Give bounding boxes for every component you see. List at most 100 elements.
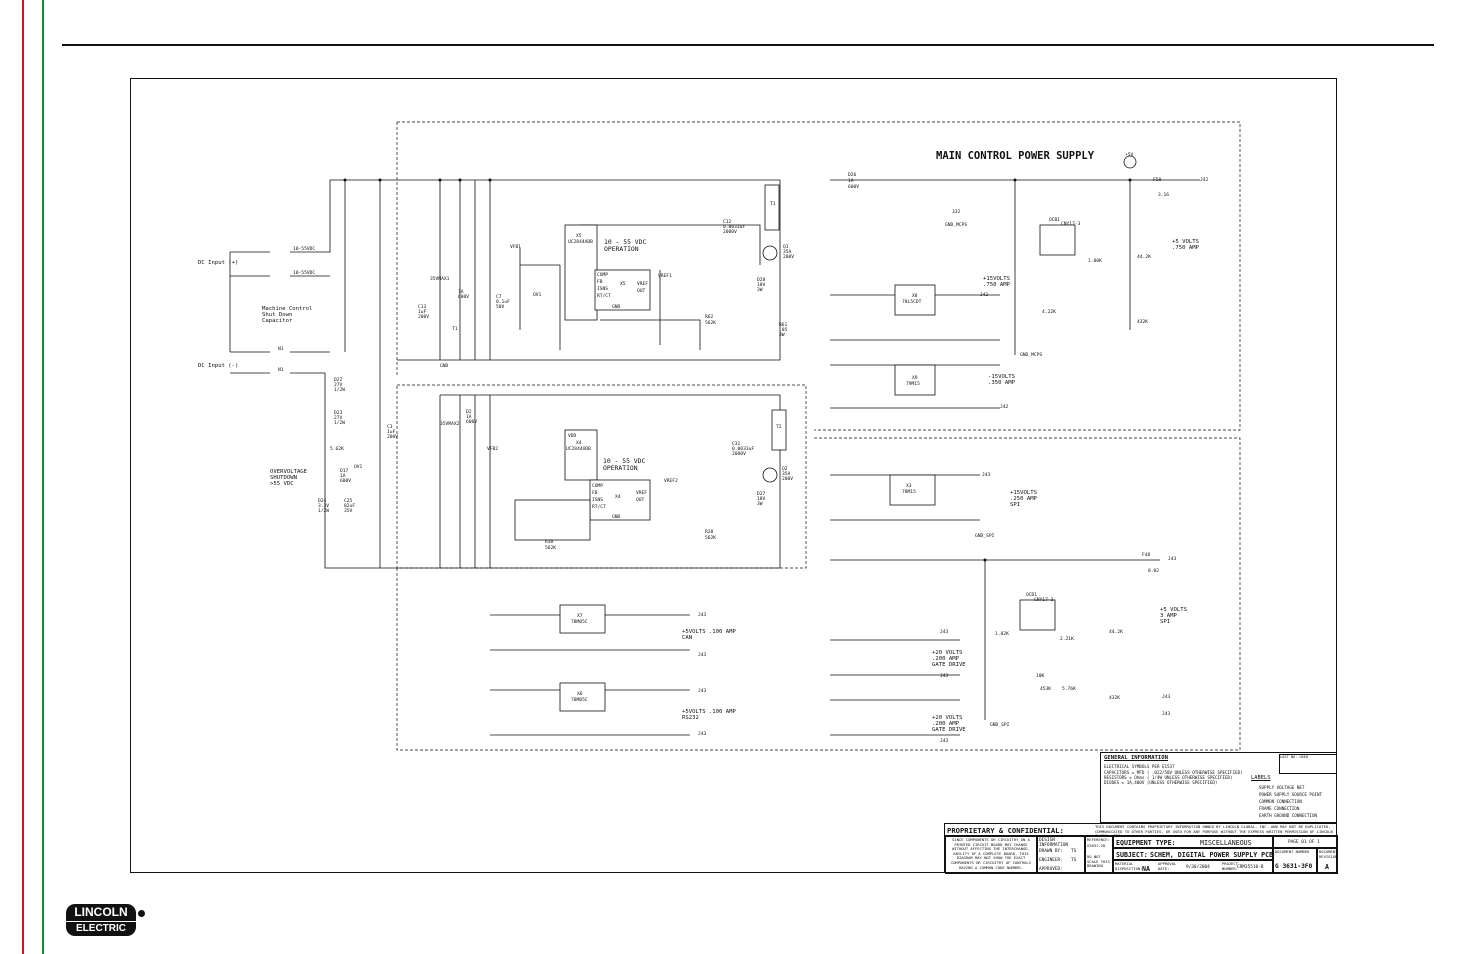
- svg-text:COMP: COMP: [597, 272, 608, 278]
- label-power-supply-source: POWER SUPPLY SOURCE POINT: [1259, 792, 1323, 797]
- svg-text:562K: 562K: [705, 320, 716, 326]
- svg-text:J43: J43: [1162, 711, 1171, 717]
- svg-text:CAN: CAN: [682, 635, 692, 641]
- svg-text:4.22K: 4.22K: [1042, 309, 1056, 315]
- svg-text:35A: 35A: [782, 471, 791, 477]
- proprietary-heading: PROPRIETARY & CONFIDENTIAL:: [947, 826, 1064, 835]
- label-supply-voltage-net: SUPPLY VOLTAGE NET: [1259, 785, 1305, 790]
- svg-text:18V: 18V: [757, 282, 766, 288]
- svg-text:1.00K: 1.00K: [1088, 258, 1102, 264]
- transformer-t2: [771, 409, 787, 451]
- svg-text:GND_MCPS: GND_MCPS: [945, 222, 967, 228]
- svg-text:UC2844ADB: UC2844ADB: [568, 239, 593, 245]
- svg-text:J43: J43: [1168, 556, 1177, 562]
- svg-text:D23: D23: [334, 410, 343, 416]
- svg-text:CNY17-3: CNY17-3: [1061, 221, 1081, 227]
- svg-text:3 AMP: 3 AMP: [1160, 613, 1177, 619]
- diagram-title: MAIN CONTROL POWER SUPPLY: [936, 150, 1095, 162]
- svg-text:F50: F50: [1153, 177, 1162, 183]
- svg-text:1/2W: 1/2W: [334, 387, 345, 393]
- svg-text:J43: J43: [698, 652, 707, 658]
- svg-text:1A: 1A: [848, 178, 854, 184]
- svg-text:1/2W: 1/2W: [334, 420, 345, 426]
- svg-text:J42: J42: [1200, 177, 1209, 183]
- svg-text:UC2844ADB: UC2844ADB: [566, 446, 591, 452]
- svg-text:R28: R28: [705, 529, 714, 535]
- svg-text:X5: X5: [620, 281, 626, 287]
- svg-text:GND_MCPS: GND_MCPS: [1020, 352, 1042, 358]
- machine-shutdown-line1: Machine Control: [262, 306, 313, 312]
- output-plus5v-label: +5 VOLTS: [1172, 239, 1199, 245]
- svg-text:50V: 50V: [496, 304, 505, 310]
- svg-text:35A: 35A: [783, 249, 792, 255]
- output-plus15v-label: +15VOLTS: [983, 276, 1010, 282]
- general-information-block: GENERAL INFORMATION ELECTRICAL SYMBOLS P…: [1100, 752, 1337, 823]
- svg-text:78L5CDT: 78L5CDT: [902, 299, 922, 305]
- svg-text:X4: X4: [615, 494, 621, 500]
- dc-input-pos-label: DC Input (+): [198, 260, 238, 266]
- svg-text:SPI: SPI: [1010, 502, 1020, 508]
- svg-text:5.76K: 5.76K: [1062, 686, 1076, 692]
- regulator-x9: [894, 364, 936, 396]
- svg-text:18V: 18V: [757, 496, 766, 502]
- svg-text:1/2W: 1/2W: [318, 508, 329, 514]
- svg-text:VDD: VDD: [568, 433, 577, 439]
- svg-text:562K: 562K: [705, 535, 716, 541]
- page-number: PAGE 01 OF 1: [1288, 840, 1320, 845]
- svg-text:.200 AMP: .200 AMP: [932, 656, 960, 662]
- regulator-x6: [559, 682, 606, 712]
- svg-text:2.21K: 2.21K: [1060, 636, 1074, 642]
- svg-text:.200 AMP: .200 AMP: [932, 721, 960, 727]
- svg-text:79M15: 79M15: [906, 381, 920, 387]
- output-gate-drive-1-label: +20 VOLTS: [932, 650, 962, 656]
- svg-text:44.2K: 44.2K: [1109, 629, 1123, 635]
- svg-text:RS232: RS232: [682, 715, 699, 721]
- svg-text:N1: N1: [278, 367, 284, 373]
- svg-text:X8: X8: [912, 293, 918, 299]
- svg-text:C31: C31: [732, 441, 741, 447]
- svg-text:Q1: Q1: [783, 244, 789, 250]
- svg-text:35VMAX1: 35VMAX1: [430, 276, 450, 282]
- regulator-x8: [894, 284, 936, 316]
- svg-text:C25: C25: [344, 498, 353, 504]
- svg-text:GND_SPI: GND_SPI: [975, 533, 995, 539]
- registered-mark-icon: [138, 910, 145, 917]
- svg-text:600V: 600V: [458, 294, 469, 300]
- ic-x4-feedback: [514, 499, 591, 541]
- svg-text:44.2K: 44.2K: [1137, 254, 1151, 260]
- svg-text:10-55VDC: 10-55VDC: [293, 246, 315, 252]
- svg-text:OV1: OV1: [533, 292, 542, 298]
- svg-text:8.02: 8.02: [1148, 568, 1159, 574]
- logo-bottom-text: ELECTRIC: [66, 922, 136, 936]
- svg-text:F48: F48: [1142, 552, 1151, 558]
- schematic-sheet-border: [130, 78, 1337, 873]
- svg-text:VFB1: VFB1: [510, 244, 521, 250]
- svg-text:FB: FB: [597, 279, 603, 285]
- dc-input-neg-label: DC Input (-): [198, 363, 238, 369]
- svg-text:332: 332: [952, 209, 961, 215]
- svg-text:78M05C: 78M05C: [571, 619, 588, 625]
- svg-text:J42: J42: [1000, 404, 1009, 410]
- svg-text:1uF: 1uF: [387, 429, 396, 435]
- svg-text:78M15: 78M15: [902, 489, 916, 495]
- svg-text:600V: 600V: [340, 478, 351, 484]
- svg-text:10-55VDC: 10-55VDC: [293, 270, 315, 276]
- label-frame-connection: FRAME CONNECTION: [1259, 806, 1300, 811]
- svg-text:562K: 562K: [545, 545, 556, 551]
- block2-heading-1: 10 - 55 VDC: [603, 457, 645, 465]
- svg-text:C7: C7: [496, 294, 502, 300]
- ic-x5-pins: [594, 269, 651, 311]
- svg-text:CNY17-3: CNY17-3: [1034, 597, 1054, 603]
- svg-text:D26: D26: [848, 172, 857, 178]
- svg-text:3W: 3W: [757, 287, 763, 293]
- svg-text:J43: J43: [1162, 694, 1171, 700]
- svg-text:OCD1: OCD1: [1026, 592, 1037, 598]
- svg-text:J43: J43: [940, 738, 949, 744]
- svg-text:C13: C13: [418, 304, 427, 310]
- svg-text:78M05C: 78M05C: [571, 697, 588, 703]
- svg-text:N1: N1: [278, 346, 284, 352]
- plus5v-source-icon: [1123, 155, 1137, 169]
- svg-text:D27: D27: [757, 491, 766, 497]
- svg-text:J43: J43: [698, 612, 707, 618]
- region-main-control: [397, 121, 1241, 431]
